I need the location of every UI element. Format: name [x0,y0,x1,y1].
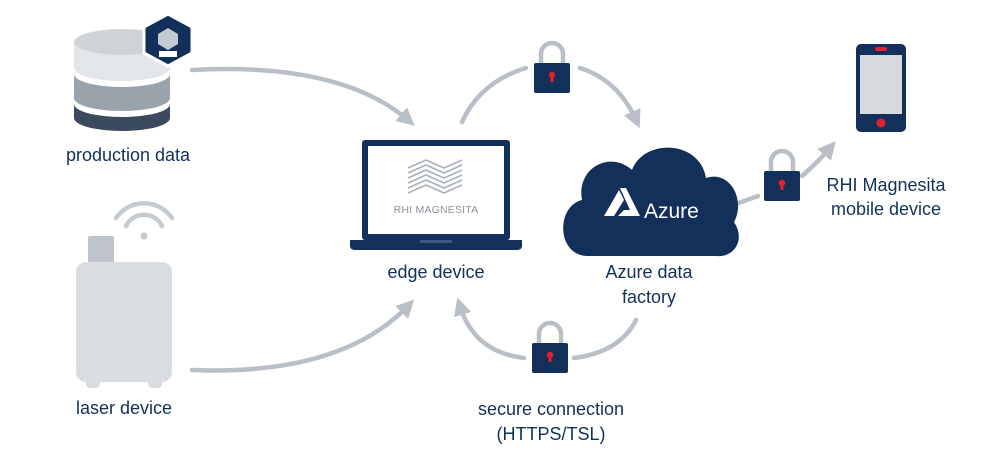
padlock-icon-bottom [532,323,568,373]
label-production-data: production data [66,145,191,165]
label-azure-line2: factory [622,287,676,307]
arrow-lock-bottom-to-edge [454,297,527,361]
arrow-cloud-to-mobile [733,148,830,207]
rhi-logo-mark [407,159,463,194]
cloud-icon: Azure [563,147,739,257]
padlock-icon-right [764,151,800,201]
user-hexagon-icon [142,12,194,68]
arrow-laser-to-edge [189,299,415,373]
label-secure-line1: secure connection [478,399,624,419]
arrow-lock-top-to-cloud [577,65,641,129]
smartphone-icon [856,44,906,132]
laser-device-icon [76,236,172,388]
azure-logo-icon [604,188,640,216]
label-secure-line2: (HTTPS/TSL) [496,424,605,444]
laptop-icon: RHI MAGNESITA [350,140,522,250]
laptop-brand-text: RHI MAGNESITA [394,204,479,216]
label-laser-device: laser device [76,398,172,418]
label-azure-line1: Azure data [605,262,693,282]
label-mobile-line2: mobile device [831,199,941,219]
label-edge-device: edge device [387,262,484,282]
cloud-brand-text: Azure [644,200,699,223]
arrow-production-to-edge [189,66,415,126]
wifi-icon [113,201,175,240]
arrow-cloud-to-lock-bottom [571,317,639,361]
arrow-edge-to-lock-top [459,65,529,125]
padlock-icon-top [534,43,570,93]
label-mobile-line1: RHI Magnesita [826,175,946,195]
